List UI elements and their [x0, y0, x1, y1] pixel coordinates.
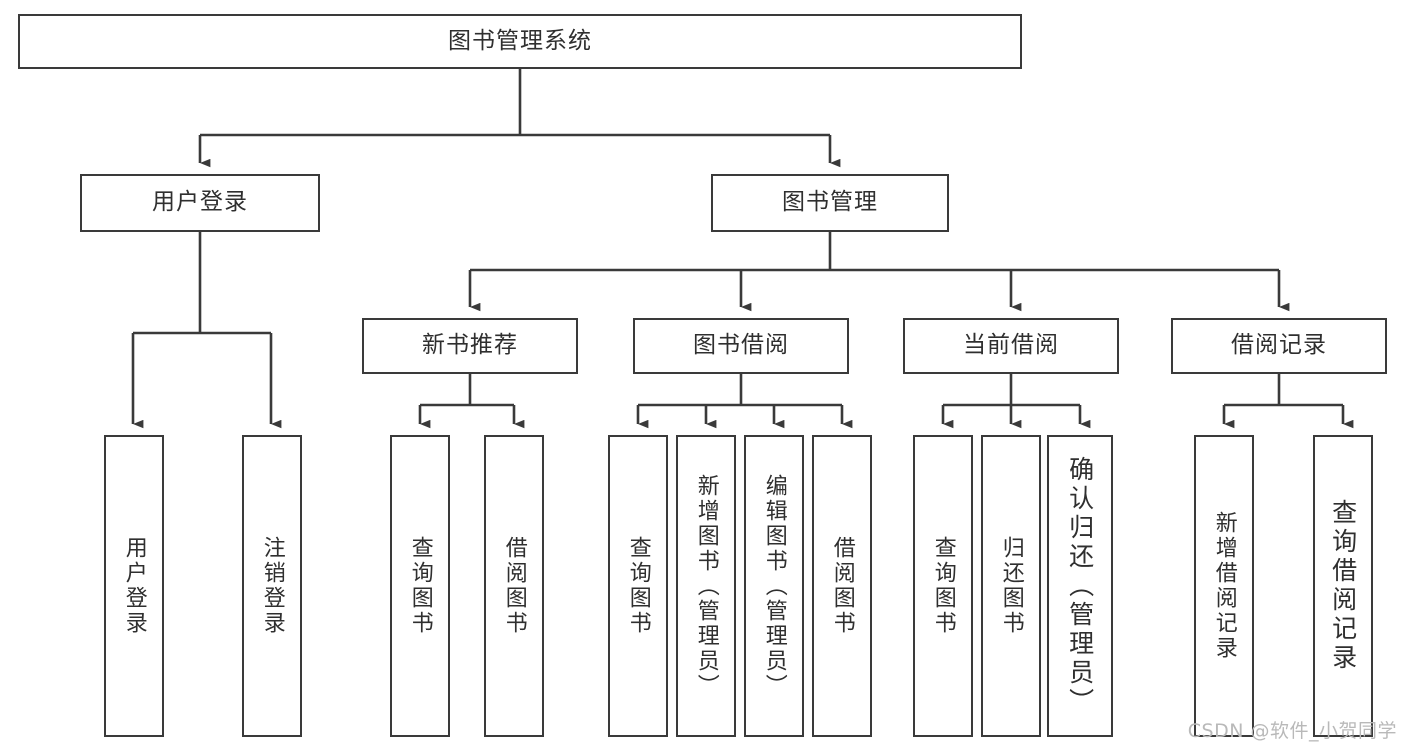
- node-level3-3: 借阅记录: [1171, 318, 1387, 374]
- node-leaf-3: 借阅图书: [484, 435, 544, 737]
- node-leaf-12: 查询借阅记录: [1313, 435, 1373, 737]
- csdn-watermark: CSDN @软件_小贺同学: [1187, 720, 1397, 742]
- node-leaf-4: 查询图书: [608, 435, 668, 737]
- node-leaf-7: 借阅图书: [812, 435, 872, 737]
- node-leaf-2: 查询图书: [390, 435, 450, 737]
- node-leaf-5: 新增图书（管理员）: [676, 435, 736, 737]
- node-root-图书管理系统: 图书管理系统: [18, 14, 1022, 69]
- node-level3-0: 新书推荐: [362, 318, 578, 374]
- node-leaf-0: 用户登录: [104, 435, 164, 737]
- node-leaf-9: 归还图书: [981, 435, 1041, 737]
- node-level2-1: 图书管理: [711, 174, 949, 232]
- node-level2-0: 用户登录: [80, 174, 320, 232]
- node-level3-1: 图书借阅: [633, 318, 849, 374]
- node-leaf-6: 编辑图书（管理员）: [744, 435, 804, 737]
- node-leaf-11: 新增借阅记录: [1194, 435, 1254, 737]
- node-leaf-1: 注销登录: [242, 435, 302, 737]
- node-leaf-10: 确认归还（管理员）: [1047, 435, 1113, 737]
- node-leaf-8: 查询图书: [913, 435, 973, 737]
- node-level3-2: 当前借阅: [903, 318, 1119, 374]
